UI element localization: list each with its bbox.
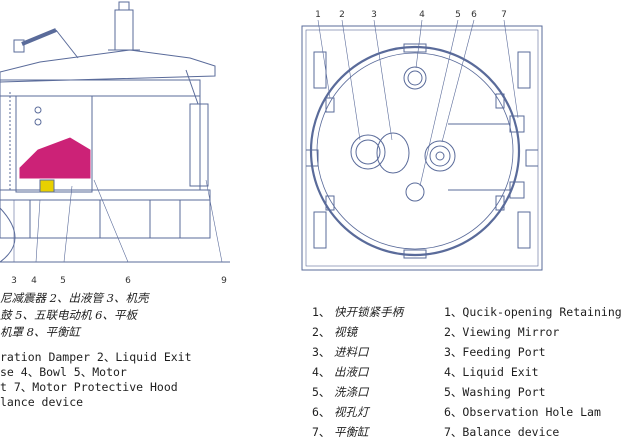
leader-5-plan <box>419 19 459 187</box>
plan-callout-7: 7 <box>501 10 507 20</box>
top-plan-view <box>301 19 543 271</box>
parts-row-number: 2、 <box>312 325 331 339</box>
parts-row-cn: 视镜 <box>334 325 357 339</box>
retaining-handle-4 <box>495 195 505 211</box>
top-cover <box>0 49 216 83</box>
side-motor <box>189 103 209 187</box>
retaining-handle-2 <box>495 93 505 109</box>
parts-row-en: 5、Washing Port <box>444 385 546 399</box>
side-legend-en-4: lance device <box>0 395 84 409</box>
base-frame <box>0 199 211 239</box>
side-legend-en-2: se 4、Bowl 5、Motor <box>0 365 127 379</box>
parts-row-cn: 平衡缸 <box>334 425 369 439</box>
viewing-mirror-inner <box>355 139 381 165</box>
parts-row-number: 1、 <box>312 305 331 319</box>
balance-cylinder-1 <box>509 115 525 133</box>
feeding-port <box>376 132 410 174</box>
leader-6 <box>93 179 129 263</box>
leader-4 <box>35 199 41 263</box>
side-bracket-right <box>525 149 538 167</box>
leader-2 <box>341 19 361 141</box>
observation-hole-center <box>435 151 445 161</box>
side-legend-en-1: ration Damper 2、Liquid Exit <box>0 350 192 364</box>
side-legend-cn-1: 尼减震器 2、出液管 3、机壳 <box>0 291 149 305</box>
parts-row-number: 6、 <box>312 405 331 419</box>
parts-row-en: 4、Liquid Exit <box>444 365 539 379</box>
side-callout-6: 6 <box>125 276 131 286</box>
side-callout-9: 9 <box>221 276 227 286</box>
top-cap <box>118 1 130 11</box>
filter-cake-section <box>19 137 91 179</box>
side-callout-5: 5 <box>60 276 66 286</box>
viewing-mirror <box>350 134 386 170</box>
side-legend-cn-3: 机罩 8、平衡缸 <box>0 325 80 339</box>
observation-hole <box>424 140 456 172</box>
parts-row-number: 4、 <box>312 365 331 379</box>
plan-callout-4: 4 <box>419 10 425 20</box>
side-legend-cn-2: 鼓 5、五联电动机 6、平板 <box>0 308 137 322</box>
side-callouts: 3 4 5 6 9 <box>11 276 227 286</box>
side-callout-3: 3 <box>11 276 17 286</box>
parts-row-en: 3、Feeding Port <box>444 345 546 359</box>
parts-row-en: 1、Qucik-opening Retaining <box>444 305 622 319</box>
feed-pipe-flange <box>13 39 25 53</box>
parts-row-en: 6、Observation Hole Lam <box>444 405 601 419</box>
leader-4-plan <box>415 19 423 69</box>
parts-row-cn: 进料口 <box>334 345 369 359</box>
balance-cylinder-2 <box>509 181 525 199</box>
observation-hole-inner <box>429 145 451 167</box>
parts-row-cn: 洗涤口 <box>334 385 369 399</box>
bowl-rim-inner <box>316 52 514 250</box>
parts-row-number: 5、 <box>312 385 331 399</box>
parts-row-en: 2、Viewing Mirror <box>444 325 560 339</box>
leader-1 <box>317 19 331 99</box>
washing-port <box>405 182 425 202</box>
side-legend-en-3: t 7、Motor Protective Hood <box>0 380 178 394</box>
top-motor-column <box>114 9 134 51</box>
plan-callout-3: 3 <box>371 10 377 20</box>
corner-anchor-3 <box>313 211 327 249</box>
bowl-rim-outer <box>309 45 521 257</box>
leader-9 <box>205 179 223 263</box>
corner-anchor-4 <box>517 211 531 249</box>
leader-7-plan <box>503 19 519 119</box>
damper-yellow <box>39 179 55 193</box>
corner-anchor-2 <box>517 51 531 89</box>
parts-row-number: 3、 <box>312 345 331 359</box>
parts-row-number: 7、 <box>312 425 331 439</box>
feed-pipe-support <box>55 29 79 59</box>
retaining-handle-1 <box>325 97 335 113</box>
plan-callout-5: 5 <box>455 10 461 20</box>
feed-pipe <box>21 28 57 46</box>
retaining-handle-top <box>403 43 427 53</box>
plan-callout-1: 1 <box>315 10 321 20</box>
side-callout-4: 4 <box>31 276 37 286</box>
parts-row-cn: 视孔灯 <box>334 405 369 419</box>
motor-link <box>185 69 199 105</box>
side-bracket-left <box>306 149 319 167</box>
parts-row-cn: 快开锁紧手柄 <box>334 305 403 319</box>
liquid-exit-port-inner <box>407 70 423 86</box>
leader-6-plan <box>441 19 475 143</box>
leader-3-plan <box>373 19 393 141</box>
retaining-handle-3 <box>325 195 335 211</box>
leader-5 <box>63 185 73 263</box>
outlet-curve <box>0 207 16 263</box>
liquid-exit-port <box>403 66 427 90</box>
parts-row-en: 7、Balance device <box>444 425 560 439</box>
cross-mark-1 <box>34 106 42 114</box>
corner-anchor-1 <box>313 51 327 89</box>
plan-frame-inner <box>305 29 539 267</box>
parts-row-cn: 出液口 <box>334 365 369 379</box>
plan-callout-6: 6 <box>471 10 477 20</box>
plan-frame <box>301 25 543 271</box>
plan-callout-2: 2 <box>339 10 345 20</box>
cross-mark-2 <box>34 118 42 126</box>
side-section-view <box>0 1 230 263</box>
retaining-handle-bottom <box>403 249 427 259</box>
